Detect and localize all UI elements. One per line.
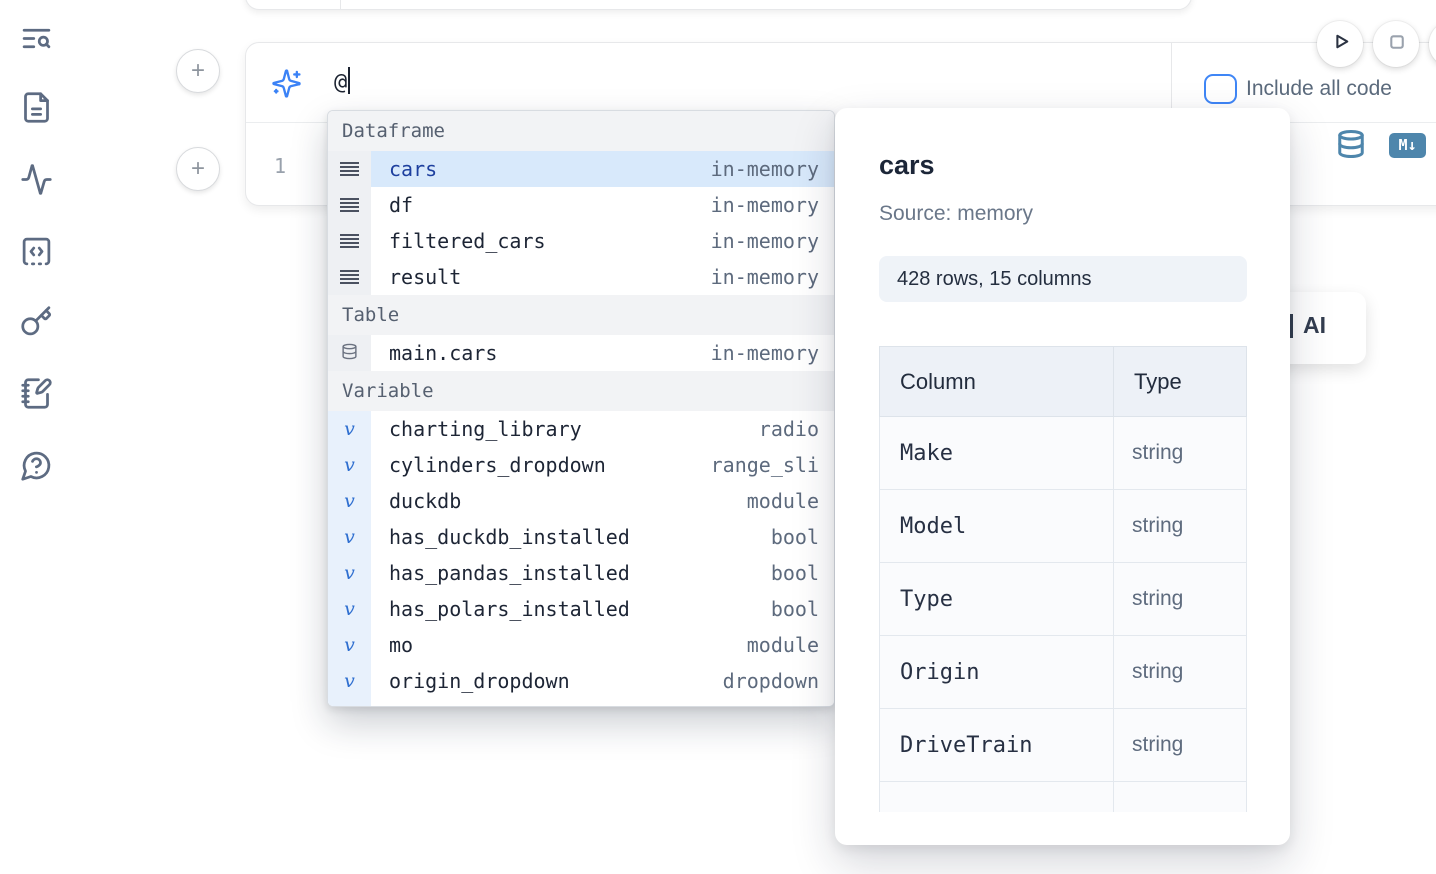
column-type-cell: string (1114, 417, 1247, 490)
autocomplete-item-filtered-cars[interactable]: filtered_carsin-memory (328, 223, 834, 259)
ai-prompt-input[interactable]: @ (334, 67, 350, 95)
variable-icon: v (344, 526, 355, 548)
add-cell-button-bottom[interactable]: + (176, 147, 220, 191)
column-name-cell: Model (880, 490, 1114, 563)
previous-cell-remnant (245, 0, 1192, 10)
column-type-cell: string (1114, 636, 1247, 709)
autocomplete-item-cylinders-dropdown[interactable]: v cylinders_dropdownrange_sli (328, 447, 834, 483)
text-caret (348, 67, 350, 94)
autocomplete-item-origin-dropdown[interactable]: v origin_dropdowndropdown (328, 663, 834, 699)
type-header: Type (1114, 347, 1247, 417)
remnant-divider (340, 0, 341, 9)
run-cell-button[interactable] (1317, 21, 1363, 67)
autocomplete-item-charting-library[interactable]: v charting_libraryradio (328, 411, 834, 447)
column-type-cell: string (1114, 563, 1247, 636)
autocomplete-section-dataframe: Dataframe (328, 111, 834, 151)
autocomplete-item-partial[interactable]: v pdmodule (328, 699, 834, 707)
table-row: Model string (880, 490, 1247, 563)
autocomplete-section-variable: Variable (328, 371, 834, 411)
rows-icon (340, 198, 359, 212)
clipped-letter-fragment (1290, 314, 1293, 338)
play-icon (1328, 29, 1353, 59)
include-all-code-checkbox[interactable] (1204, 74, 1237, 104)
rows-icon (340, 162, 359, 176)
table-row: Type string (880, 563, 1247, 636)
rows-icon (340, 270, 359, 284)
column-name-cell: Type (880, 563, 1114, 636)
help-chat-icon (20, 449, 53, 487)
table-row: Origin string (880, 636, 1247, 709)
sidebar-item-scratchpad[interactable] (18, 378, 54, 414)
column-name-cell: DriveTrain (880, 709, 1114, 782)
table-row: DriveTrain string (880, 709, 1247, 782)
variable-icon: v (344, 562, 355, 584)
database-icon (341, 343, 358, 364)
autocomplete-item-cars[interactable]: carsin-memory (328, 151, 834, 187)
variable-icon: v (344, 454, 355, 476)
sidebar-item-help[interactable] (18, 450, 54, 486)
sidebar-item-files[interactable] (18, 92, 54, 128)
column-header: Column (880, 347, 1114, 417)
activity-icon (20, 163, 53, 201)
sidebar-item-table-of-contents[interactable] (18, 23, 54, 59)
variable-icon: v (344, 706, 355, 707)
sidebar-item-variables[interactable] (18, 164, 54, 200)
markdown-badge-button[interactable]: M↓ (1389, 133, 1426, 158)
column-type-cell: string (1114, 490, 1247, 563)
sidebar-item-secrets[interactable] (18, 306, 54, 342)
mention-autocomplete-dropdown: Dataframe carsin-memory dfin-memory filt… (327, 110, 835, 707)
table-row-partial (880, 782, 1247, 813)
datasource-button[interactable] (1336, 129, 1366, 159)
column-type-cell: string (1114, 709, 1247, 782)
autocomplete-item-df[interactable]: dfin-memory (328, 187, 834, 223)
include-all-code-label: Include all code (1246, 74, 1392, 104)
preview-title: cars (879, 150, 935, 181)
add-cell-button-top[interactable]: + (176, 49, 220, 93)
column-name-cell: Origin (880, 636, 1114, 709)
text-search-icon (20, 22, 53, 60)
column-name-cell: Make (880, 417, 1114, 490)
database-icon (1336, 146, 1366, 163)
stop-icon (1384, 29, 1409, 59)
rows-icon (340, 234, 359, 248)
line-number: 1 (268, 154, 292, 178)
autocomplete-item-has-duckdb-installed[interactable]: v has_duckdb_installedbool (328, 519, 834, 555)
autocomplete-item-has-polars-installed[interactable]: v has_polars_installedbool (328, 591, 834, 627)
dataframe-preview-panel: cars Source: memory 428 rows, 15 columns… (835, 108, 1290, 845)
key-icon (20, 305, 53, 343)
preview-source: Source: memory (879, 202, 1033, 226)
autocomplete-item-main-cars[interactable]: main.carsin-memory (328, 335, 834, 371)
autocomplete-section-table: Table (328, 295, 834, 335)
variable-icon: v (344, 598, 355, 620)
autocomplete-item-has-pandas-installed[interactable]: v has_pandas_installedbool (328, 555, 834, 591)
variable-icon: v (344, 490, 355, 512)
variable-icon: v (344, 670, 355, 692)
notebook-pen-icon (20, 377, 53, 415)
autocomplete-item-duckdb[interactable]: v duckdbmodule (328, 483, 834, 519)
autocomplete-item-result[interactable]: resultin-memory (328, 259, 834, 295)
autocomplete-item-mo[interactable]: v momodule (328, 627, 834, 663)
preview-shape-badge: 428 rows, 15 columns (879, 256, 1247, 302)
sparkles-icon (271, 68, 302, 99)
stop-cell-button[interactable] (1373, 21, 1419, 67)
file-text-icon (20, 91, 53, 129)
code-snippet-icon (20, 235, 53, 273)
variable-icon: v (344, 634, 355, 656)
preview-schema-table: Column Type Make string Model string Typ… (879, 346, 1247, 812)
sidebar-item-snippets[interactable] (18, 236, 54, 272)
table-row: Make string (880, 417, 1247, 490)
variable-icon: v (344, 418, 355, 440)
